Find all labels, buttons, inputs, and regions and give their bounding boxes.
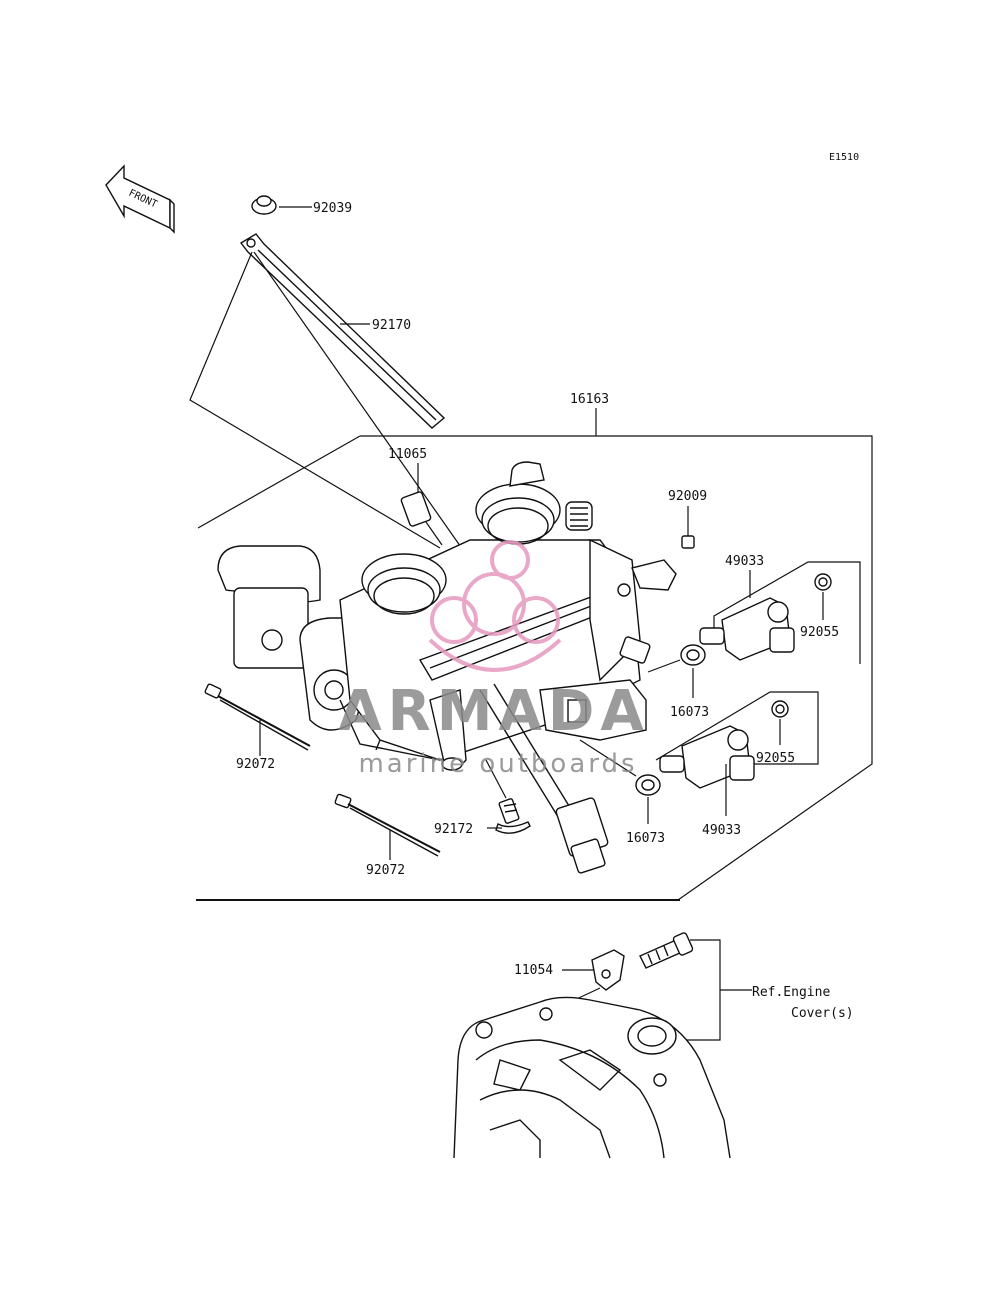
screw-92172-to-body [485,759,507,799]
engine-cover [453,996,731,1159]
label-49033-bottom: 49033 [702,823,741,838]
seal-to-body-bottom [579,739,637,777]
bracket-part [631,559,677,591]
cap-11065 [400,491,432,527]
bracket-49033-top [713,561,861,664]
ref-line-1: Ref.Engine [752,985,830,1000]
label-92072-bottom: 92072 [366,863,405,878]
ref-line-2: Cover(s) [791,1006,854,1021]
throttle-body [217,461,651,874]
label-16073-top: 16073 [670,705,709,720]
label-16163: 16163 [570,392,609,407]
band-92170 [239,233,446,429]
cable-tie-92072-left [204,683,311,751]
watermark-brand: ARMADA [338,679,649,744]
screw-92009 [681,535,695,549]
label-16073-bottom: 16073 [626,831,665,846]
grommet-92039 [251,195,277,215]
label-92055-top: 92055 [800,625,839,640]
anchor-logo-icon [428,540,562,672]
injector-bottom [659,725,755,789]
seal-16073-top [680,644,706,666]
label-92009: 92009 [668,489,707,504]
diagram-code: E1510 [829,152,859,163]
label-92039: 92039 [313,201,352,216]
label-92072-left: 92072 [236,757,275,772]
leader-11065-b [425,521,443,546]
seal-16073-bottom [635,774,661,796]
oring-92055-top [814,573,832,591]
label-92170: 92170 [372,318,411,333]
bracket-49033-bottom [655,691,819,765]
seal-to-body-top [647,659,681,673]
label-11054: 11054 [514,963,553,978]
oring-92055-bottom [771,700,789,718]
band-to-body-line-2 [253,251,471,561]
assembly-outline [360,435,873,901]
cable-tie-92072-bottom [334,793,441,857]
label-11065: 11065 [388,447,427,462]
bolt [639,932,694,969]
assembly-outline-left [197,435,361,529]
screw-92172 [495,798,531,834]
watermark: ARMADA marine outboards [338,540,649,779]
label-49033-top: 49033 [725,554,764,569]
band-to-body-line [189,251,441,549]
watermark-tagline: marine outboards [358,749,637,779]
bracket-11054 [591,949,625,991]
front-arrow-icon: FRONT [105,164,175,234]
injector-top [699,597,795,661]
label-92055-bottom: 92055 [756,751,795,766]
label-92172: 92172 [434,822,473,837]
